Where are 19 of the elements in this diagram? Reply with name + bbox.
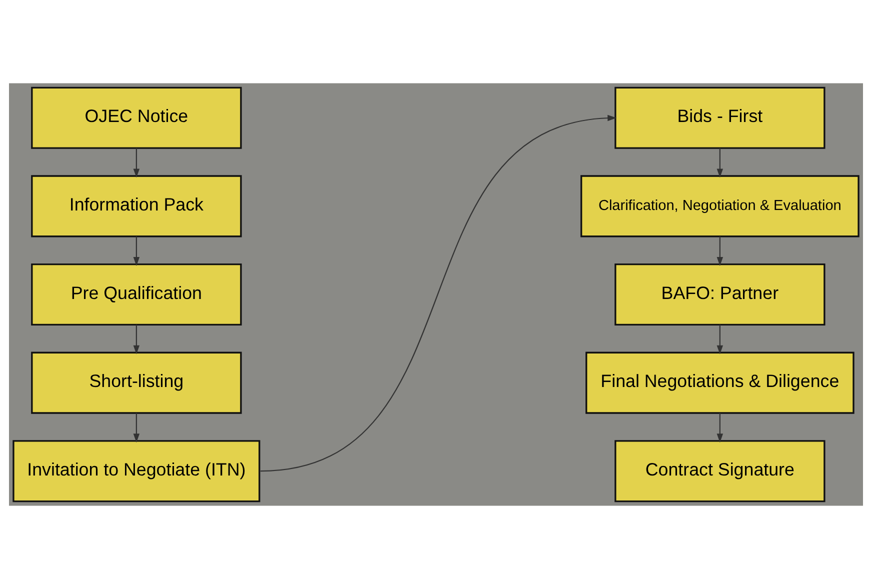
- arrow: [716, 324, 723, 354]
- node-box: Final Negotiations & Diligence: [585, 351, 854, 414]
- node-box: Clarification, Negotiation & Evaluation: [580, 174, 859, 237]
- arrow: [132, 148, 140, 178]
- arrow: [132, 412, 140, 442]
- node-box: Bids - First: [614, 86, 825, 148]
- node-box: Pre Qualification: [30, 262, 242, 326]
- arrow: [132, 236, 140, 266]
- node-box: OJEC Notice: [30, 86, 242, 148]
- arrow: [716, 148, 723, 178]
- arrow: [260, 114, 616, 472]
- node-box: Invitation to Negotiate (ITN): [12, 440, 260, 502]
- node-box: Short-listing: [30, 351, 242, 414]
- node-box: Information Pack: [30, 174, 242, 237]
- arrow: [132, 324, 140, 354]
- arrow: [716, 412, 723, 442]
- node-box: BAFO: Partner: [614, 262, 825, 326]
- node-box: Contract Signature: [614, 440, 825, 502]
- arrow: [716, 236, 723, 266]
